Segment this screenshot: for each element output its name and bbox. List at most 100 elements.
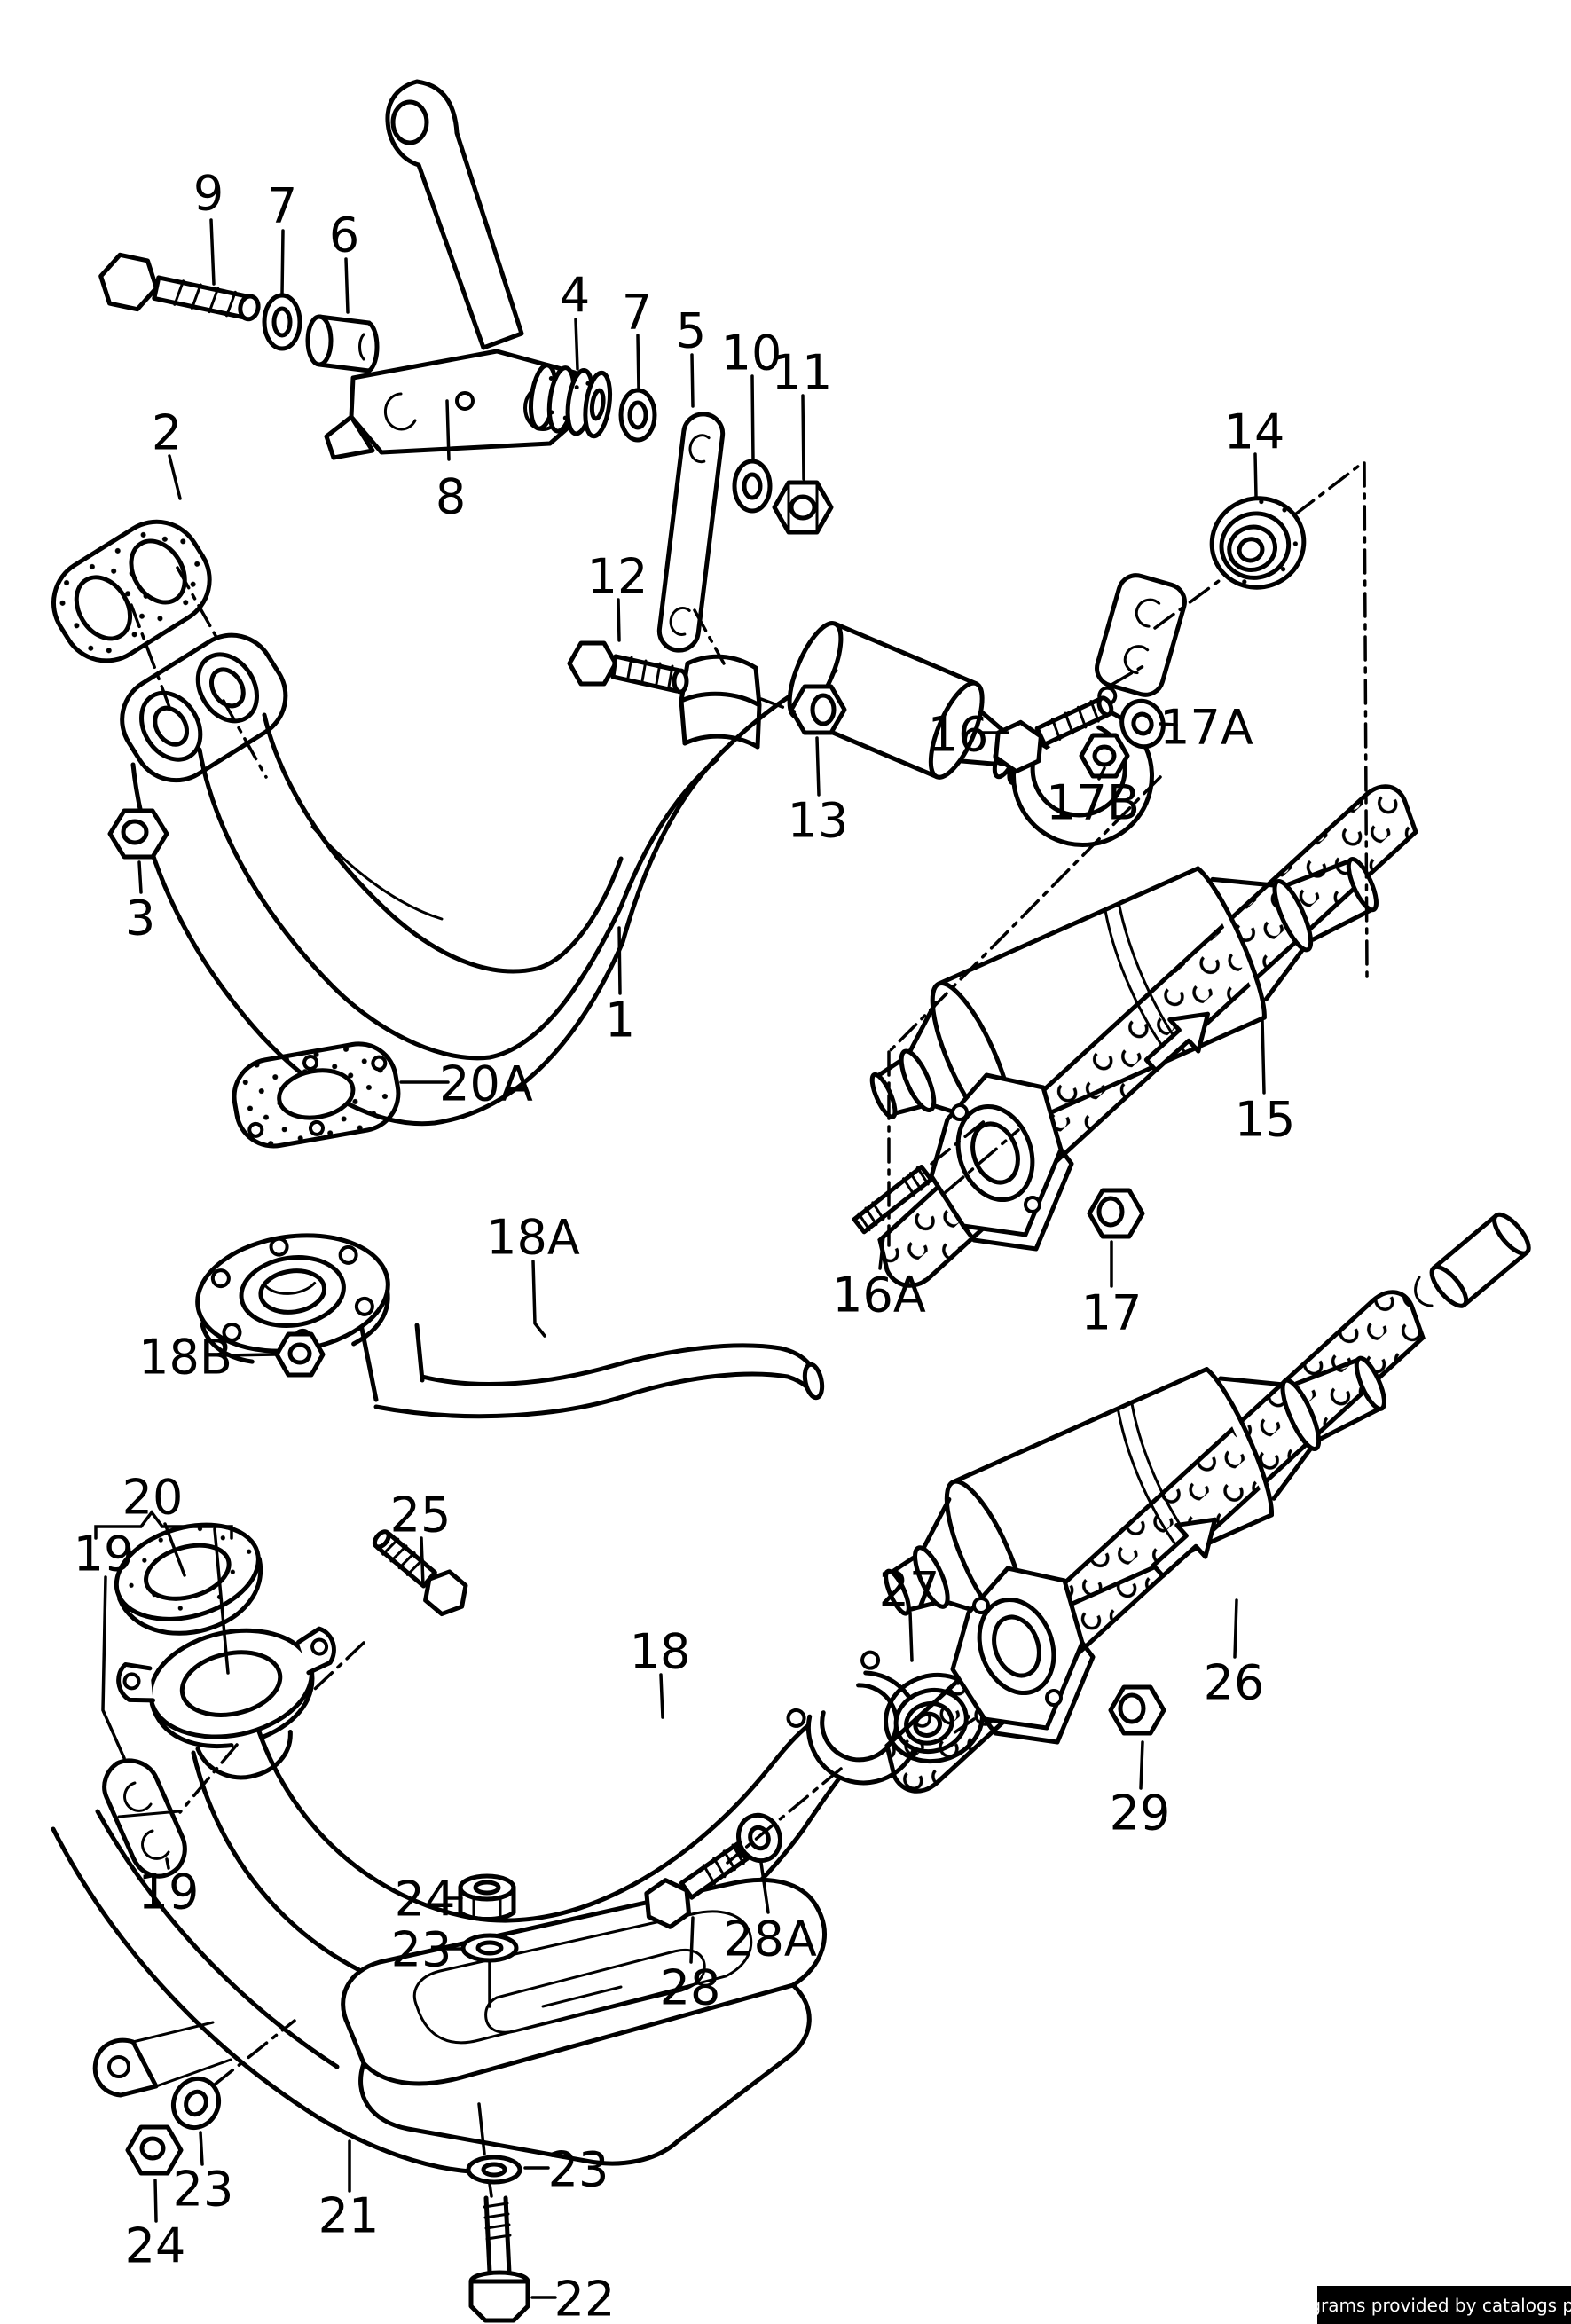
flange-fasteners-upper [994, 695, 1166, 779]
leader-line-19b [165, 1857, 170, 1870]
flow-arrow-lower [1151, 1517, 1218, 1579]
leader-line-26 [1233, 1598, 1238, 1659]
construction-line-10 [1110, 662, 1150, 687]
pipe-18A [359, 1323, 825, 1419]
construction-line-13 [296, 1641, 365, 1707]
leader-line-16A [878, 1235, 885, 1270]
part-label-18B: 18B [138, 1330, 232, 1386]
nut-24-upper [458, 1873, 516, 1921]
leader-line-6 [344, 257, 350, 314]
leader-line-9 [209, 218, 216, 286]
part-label-5: 5 [676, 303, 706, 359]
detail-line-0 [213, 1527, 230, 1675]
construction-line-11 [930, 1118, 988, 1166]
gasket-2 [51, 519, 212, 663]
leader-line-3 [137, 860, 143, 894]
detail-line-3 [488, 2182, 493, 2198]
part-label-12: 12 [587, 549, 648, 605]
bolt-22 [468, 2195, 530, 2323]
leader-line-13 [815, 736, 821, 797]
leader-line-14 [1253, 452, 1258, 499]
part-label-20A: 20A [439, 1056, 533, 1112]
leader-line-15 [1261, 1018, 1266, 1095]
part-label-17: 17 [1081, 1285, 1143, 1341]
watermark-text: Diagrams provided by catalogs parts [1280, 2294, 1571, 2316]
part-label-6: 6 [329, 208, 359, 263]
washer-10 [732, 459, 773, 514]
bracket-arm-8 [324, 79, 581, 460]
bolt-9 [98, 252, 261, 322]
catalytic-converter-lower [884, 1212, 1531, 1794]
watermark-bar: Diagrams provided by catalogs parts [1280, 2286, 1571, 2324]
clamp-group [567, 640, 847, 750]
part-label-19a: 19 [74, 1527, 135, 1582]
converter-flange-upper [929, 1072, 1074, 1252]
part-label-7b: 7 [622, 285, 652, 341]
stud-16A [852, 1165, 934, 1235]
part-label-26: 26 [1204, 1655, 1265, 1711]
leader-line-4 [574, 318, 579, 371]
leader-line-11 [801, 394, 805, 481]
support-bracket-19 [102, 1758, 187, 1879]
part-label-28: 28 [660, 1960, 721, 2016]
leader-line-5 [690, 353, 695, 408]
construction-line-4 [759, 697, 798, 714]
construction-line-17 [213, 2019, 296, 2086]
leader-line-27 [908, 1611, 914, 1662]
part-label-22: 22 [554, 2272, 616, 2324]
part-label-17A: 17A [1159, 700, 1253, 756]
part-label-14: 14 [1224, 404, 1285, 460]
part-label-27: 27 [879, 1562, 940, 1618]
washer-7-lower [618, 388, 657, 443]
washer-23-bottom [466, 2155, 522, 2185]
gasket-20A [232, 1041, 401, 1149]
leader-line-29 [1139, 1740, 1144, 1790]
spring-seat-flange [116, 1626, 336, 1780]
spacer-sleeve-6 [305, 314, 380, 373]
part-label-18: 18 [630, 1624, 691, 1680]
detail-line-2 [477, 2102, 486, 2155]
construction-line-7 [1363, 461, 1369, 979]
leader-line-8 [445, 399, 451, 461]
part-label-18A: 18A [486, 1210, 580, 1266]
nut-13 [789, 684, 847, 735]
pipe-break-curl [1414, 1276, 1434, 1307]
nut-3 [107, 808, 169, 860]
leader-line-7b [636, 334, 640, 392]
sealing-ring [114, 1522, 263, 1636]
construction-line-5 [1153, 577, 1224, 630]
leader-line-2 [168, 454, 182, 500]
part-label-23b: 23 [173, 2162, 234, 2218]
leader-line-18B [222, 1353, 277, 1357]
leader-line-18 [659, 1673, 664, 1719]
part-label-21: 21 [318, 2188, 380, 2244]
converter-flange-lower [950, 1566, 1096, 1745]
flow-arrow-upper [1143, 1011, 1211, 1073]
part-label-8: 8 [436, 469, 466, 525]
washer-23-left [170, 2076, 222, 2131]
part-label-3: 3 [125, 891, 155, 946]
part-label-11: 11 [772, 345, 833, 401]
bolt-25 [372, 1529, 468, 1617]
strap-5 [656, 412, 726, 653]
leader-line-24b [153, 2179, 158, 2223]
spring-element-4 [529, 363, 613, 439]
construction-line-6 [1293, 461, 1364, 516]
construction-line-2 [222, 699, 268, 779]
part-label-24b: 24 [125, 2218, 186, 2274]
part-label-25: 25 [390, 1488, 452, 1543]
leader-line-10 [750, 374, 755, 463]
part-label-2: 2 [152, 405, 182, 461]
down-pipe-1 [130, 668, 838, 1127]
leader-line-17B [1097, 766, 1106, 781]
part-label-24a: 24 [395, 1872, 456, 1928]
catalytic-converter-upper [852, 784, 1418, 1288]
construction-line-14 [178, 1743, 239, 1814]
bolt-12 [567, 640, 689, 695]
leader-line-18A [531, 1260, 546, 1338]
part-label-9: 9 [193, 166, 224, 222]
leader-line-28 [689, 1916, 695, 1964]
mounting-hardware-group [529, 363, 834, 653]
bottom-fasteners [125, 1812, 782, 2323]
